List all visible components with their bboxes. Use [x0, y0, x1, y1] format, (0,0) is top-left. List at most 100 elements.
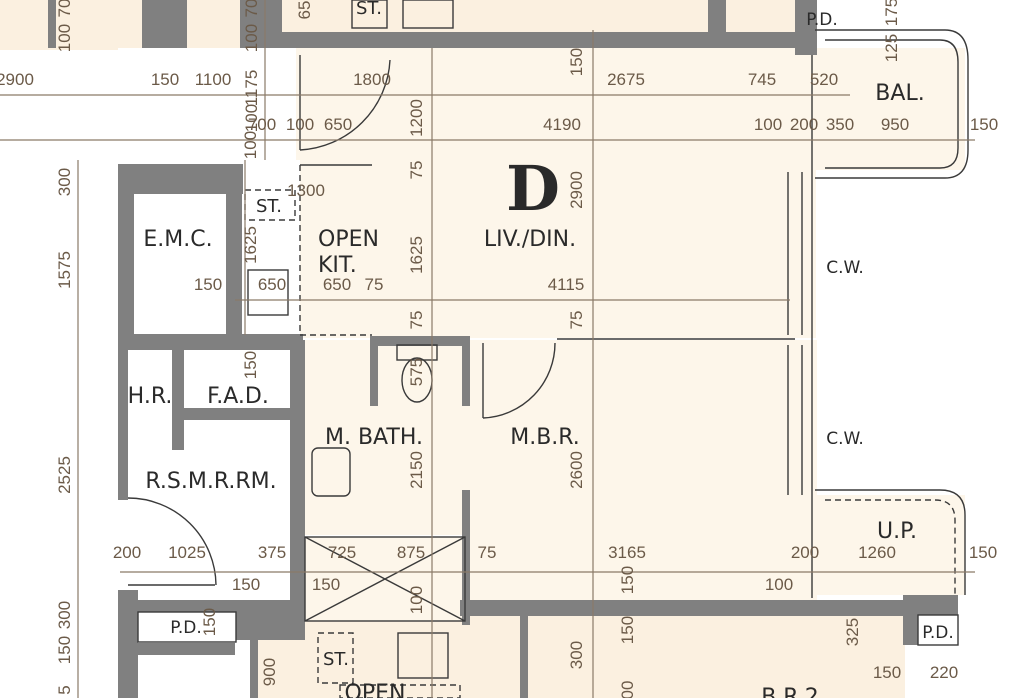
dim-v-5: 5 — [55, 685, 74, 694]
dim-745: 745 — [748, 70, 776, 89]
wall-bottom-left-2 — [138, 600, 258, 612]
door-rsmr-swing — [127, 497, 217, 586]
dim-v-125: 125 — [882, 34, 901, 62]
label-st-bottom: ST. — [323, 649, 349, 670]
up-outline — [815, 489, 966, 595]
partitions — [128, 0, 969, 698]
dim-v-175: 175 — [882, 0, 901, 26]
floor-master-bed — [467, 340, 817, 600]
sink-bottom — [397, 632, 449, 679]
label-open-kit-1: OPEN — [318, 227, 379, 252]
dim-1800: 1800 — [353, 70, 391, 89]
dim-v-2525: 2525 — [55, 456, 74, 494]
dim-650b: 650 — [258, 275, 286, 294]
dim-350: 350 — [826, 115, 854, 134]
label-up: U.P. — [877, 519, 917, 544]
wall-bottom-right-2 — [903, 595, 918, 645]
dim-v-150e: 150 — [618, 616, 637, 644]
floor-living — [296, 48, 816, 338]
unit-letter: D — [506, 152, 560, 225]
label-st-top: ST. — [356, 0, 382, 19]
floor-master-bath — [302, 340, 467, 535]
st-top-box — [351, 0, 388, 29]
dim-1100: 1100 — [195, 70, 232, 89]
wall-bath-right — [462, 336, 470, 406]
doors — [127, 55, 556, 586]
wall-top-left-stub — [48, 0, 56, 48]
dim-700: 700 — [248, 115, 276, 134]
dim-v-1575: 1575 — [55, 251, 74, 289]
dim-875: 875 — [397, 543, 425, 562]
dim-v-100e: 100 — [407, 586, 426, 614]
room-labels: D LIV./DIN. OPEN KIT. E.M.C. H.R. F.A.D.… — [128, 0, 954, 698]
wall-bottom-mid-2 — [250, 625, 258, 698]
wall-emc-bottom — [118, 334, 303, 350]
wall-bath-top — [370, 336, 470, 346]
dim-v-575: 575 — [407, 358, 426, 386]
dim-950: 950 — [881, 115, 909, 134]
dim-150d: 150 — [969, 543, 997, 562]
dim-650c: 650 — [323, 275, 351, 294]
dim-v-150d: 150 — [618, 566, 637, 594]
dim-v-1625b: 1625 — [407, 236, 426, 274]
floor-up — [815, 495, 965, 595]
walls — [48, 0, 958, 698]
dim-75b: 75 — [478, 543, 497, 562]
dim-200b: 200 — [113, 543, 141, 562]
dim-v-75b: 75 — [407, 311, 426, 330]
label-living: LIV./DIN. — [484, 227, 576, 252]
toilet-tank — [396, 344, 438, 361]
dim-v-65: 65 — [295, 1, 314, 20]
dimension-labels: 2900 150 1100 1800 2675 745 520 700 100 … — [0, 70, 998, 682]
dim-1300: 1300 — [287, 181, 325, 200]
bottom-open-box — [339, 684, 461, 698]
label-pd-bottom-left: P.D. — [170, 618, 202, 638]
label-bottom-open: OPEN — [345, 681, 406, 698]
dim-v-150a: 150 — [55, 636, 74, 664]
label-open-kit-2: KIT. — [318, 253, 357, 278]
dim-v-100d: 100 — [241, 131, 260, 159]
pd-bottom-right-box — [917, 614, 959, 646]
label-hr: H.R. — [128, 384, 173, 409]
dim-v-1175: 1175 — [242, 70, 261, 107]
wall-bottom-mid — [520, 610, 528, 698]
balcony-outline — [815, 29, 969, 179]
dimension-lines — [0, 0, 975, 698]
dim-150: 150 — [151, 70, 179, 89]
st-bottom-box — [317, 632, 354, 684]
dim-200c: 200 — [791, 543, 819, 562]
wall-fad-bottom — [175, 408, 290, 420]
dim-100a: 100 — [286, 115, 314, 134]
label-rsmr: R.S.M.R.RM. — [145, 469, 276, 494]
shower-x-2 — [304, 536, 466, 622]
wall-top-right — [708, 0, 726, 48]
dim-v-325: 325 — [843, 618, 862, 646]
dim-v-70b: 70 — [242, 0, 261, 17]
dim-v-100b: 100 — [242, 24, 261, 52]
label-cw-lower: C.W. — [826, 429, 864, 449]
wall-pd-bottom — [135, 643, 235, 655]
floor-left-strip — [0, 0, 118, 50]
dim-3165: 3165 — [608, 543, 646, 562]
dim-v-75c: 75 — [567, 311, 586, 330]
wall-emc-left — [118, 164, 134, 349]
dim-v-150c: 150 — [567, 48, 586, 76]
dim-v-70a: 70 — [55, 0, 74, 17]
floor-balcony — [815, 48, 965, 170]
dim-v-2900: 2900 — [567, 171, 586, 209]
floor-neighbor-bottom — [255, 615, 905, 698]
label-emc: E.M.C. — [143, 227, 212, 252]
dimension-labels-vertical: 300 1575 2525 150 300 100 70 100 70 65 1… — [55, 0, 901, 698]
dim-150g: 150 — [873, 663, 901, 682]
up-outline-dashed — [825, 499, 956, 595]
dim-520: 520 — [810, 70, 838, 89]
dim-650a: 650 — [324, 115, 352, 134]
label-bottom-room: B.R.2 — [761, 685, 819, 698]
dim-v-300c: 300 — [567, 641, 586, 669]
dim-v-00: 00 — [618, 681, 637, 698]
wall-top-right-2 — [795, 0, 817, 55]
dim-v-150f: 150 — [200, 608, 219, 636]
dim-375: 375 — [258, 543, 286, 562]
label-master-bed: M.B.R. — [510, 425, 580, 450]
